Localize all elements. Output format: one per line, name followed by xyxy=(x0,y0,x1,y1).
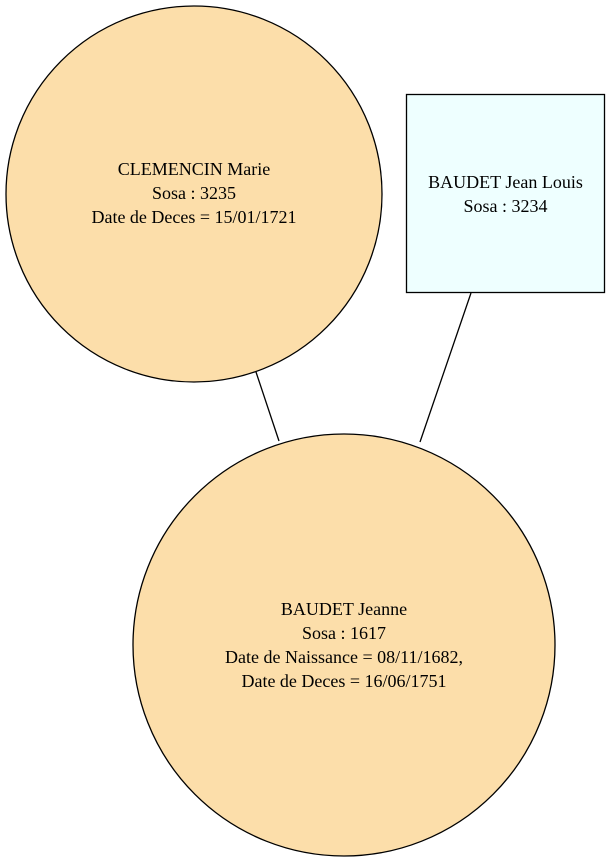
node-baudet-jeanne-name: BAUDET Jeanne xyxy=(280,599,408,619)
node-clemencin-marie-label: CLEMENCIN Marie Sosa : 3235 Date de Dece… xyxy=(44,157,344,229)
node-clemencin-marie-shape[interactable] xyxy=(5,5,383,383)
node-clemencin-marie-sosa: Sosa : 3235 xyxy=(151,183,236,203)
node-baudet-jean-louis-name: BAUDET Jean Louis xyxy=(428,172,583,192)
node-baudet-jeanne-birth: Date de Naissance = 08/11/1682, xyxy=(225,647,463,667)
edge-baudet-jean-louis-to-baudet-jeanne xyxy=(419,292,472,443)
node-baudet-jeanne-shape[interactable] xyxy=(132,433,556,857)
node-baudet-jeanne-death: Date de Deces = 16/06/1751 xyxy=(241,671,447,691)
node-clemencin-marie-name: CLEMENCIN Marie xyxy=(117,159,271,179)
node-baudet-jeanne-label: BAUDET Jeanne Sosa : 1617 Date de Naissa… xyxy=(164,597,524,693)
node-baudet-jean-louis-label: BAUDET Jean Louis Sosa : 3234 xyxy=(406,170,605,218)
edge-clemencin-marie-to-baudet-jeanne xyxy=(255,371,280,442)
node-baudet-jeanne-sosa: Sosa : 1617 xyxy=(301,623,386,643)
node-baudet-jean-louis-shape[interactable] xyxy=(405,93,606,294)
node-clemencin-marie-death: Date de Deces = 15/01/1721 xyxy=(91,207,297,227)
node-baudet-jean-louis-sosa: Sosa : 3234 xyxy=(463,196,548,216)
